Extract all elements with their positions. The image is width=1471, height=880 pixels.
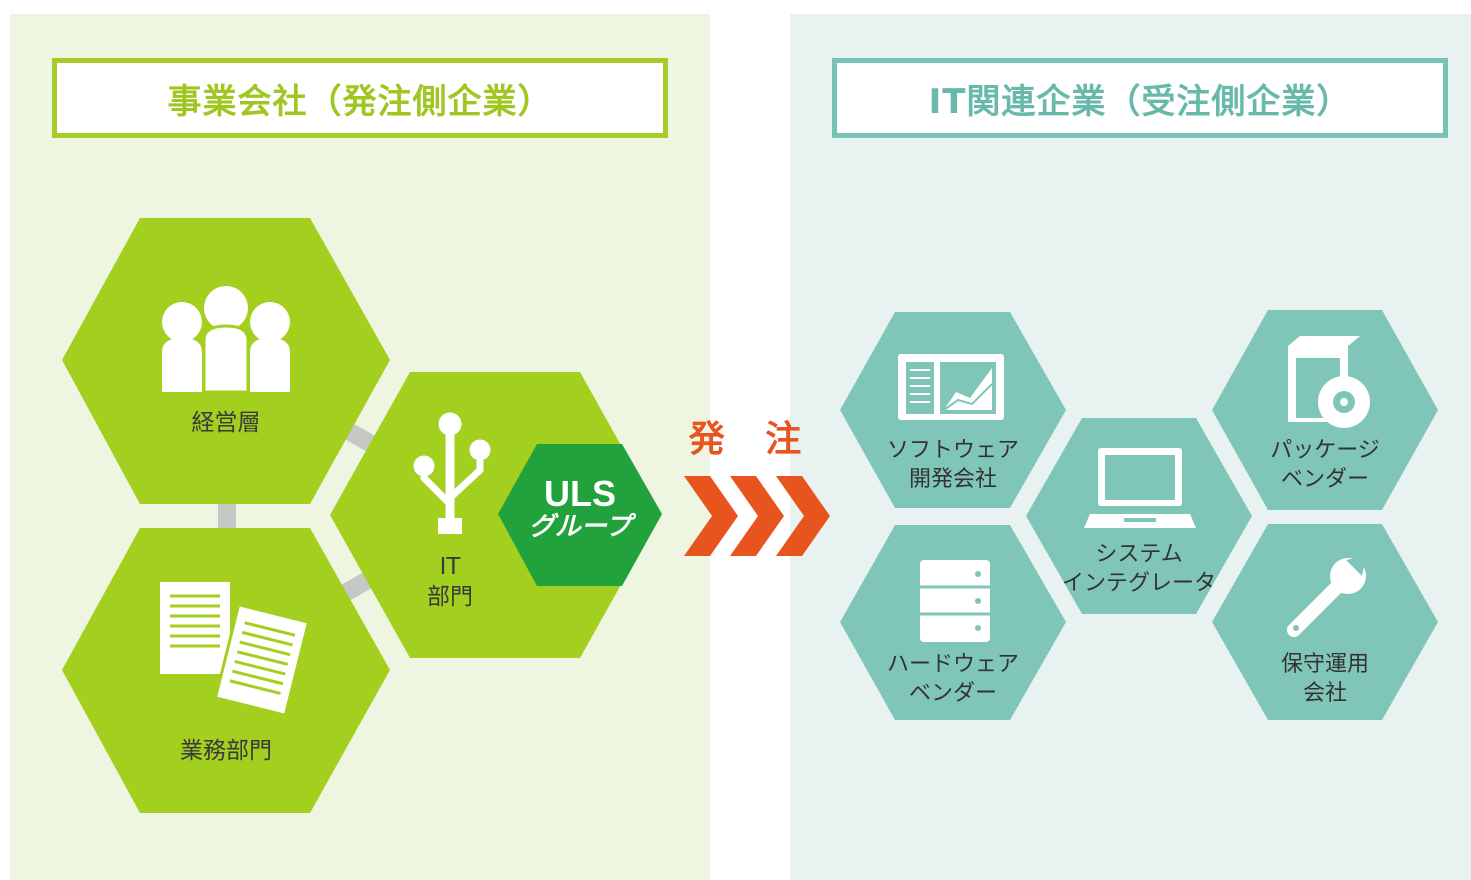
uls-group-hexagon	[498, 444, 662, 586]
ordering-side-title: 事業会社（発注側企業）	[52, 58, 668, 138]
software-label-line2: 開発会社	[908, 467, 998, 492]
order-label: 発 注	[688, 419, 816, 460]
server-icon	[920, 560, 990, 642]
package-label-line1: パッケージ	[1270, 438, 1380, 463]
usb-tree-icon	[413, 412, 491, 534]
laptop-icon	[1084, 448, 1196, 528]
software-box-icon	[1288, 336, 1370, 428]
wrench-icon	[1287, 556, 1366, 637]
package-label-line2: ベンダー	[1280, 467, 1369, 492]
business-label: 業務部門	[180, 738, 272, 764]
system-integrator-label: システム インテグレータ	[1062, 540, 1216, 598]
hardware-label-line2: ベンダー	[908, 681, 998, 706]
uls-group-label: ULS グループ	[528, 473, 632, 543]
documents-icon	[160, 582, 311, 718]
software-label-line1: ソフトウェア	[886, 438, 1020, 463]
arrow-chevron-2	[730, 476, 784, 556]
book-chart-icon	[898, 354, 1004, 420]
it-label-line2: 部門	[427, 584, 473, 610]
it-department-label: IT 部門	[427, 552, 473, 612]
arrow-chevron-3	[776, 476, 830, 556]
arrow-chevron-1	[684, 476, 738, 556]
receiving-side-title: IT関連企業（受注側企業）	[832, 58, 1448, 138]
management-label: 経営層	[191, 410, 261, 436]
connector-management-business	[218, 500, 236, 532]
people-icon	[162, 286, 290, 394]
maintenance-hexagon	[1212, 524, 1438, 720]
uls-label-line1: ULS	[543, 473, 616, 514]
it-label-line1: IT	[439, 554, 461, 580]
maintenance-label-line1: 保守運用	[1280, 652, 1370, 677]
package-vendor-label: パッケージ ベンダー	[1270, 436, 1380, 494]
hardware-vendor-label: ハードウェア ベンダー	[887, 650, 1019, 708]
si-label-line1: システム	[1095, 542, 1183, 567]
software-company-label: ソフトウェア 開発会社	[887, 436, 1019, 494]
it-department-hexagon	[330, 372, 660, 658]
maintenance-company-label: 保守運用 会社	[1281, 650, 1369, 708]
order-arrows	[684, 476, 830, 556]
uls-label-line2: グループ	[528, 512, 632, 542]
hardware-label-line1: ハードウェア	[886, 652, 1020, 677]
maintenance-label-line2: 会社	[1302, 681, 1348, 706]
si-label-line2: インテグレータ	[1061, 571, 1217, 596]
